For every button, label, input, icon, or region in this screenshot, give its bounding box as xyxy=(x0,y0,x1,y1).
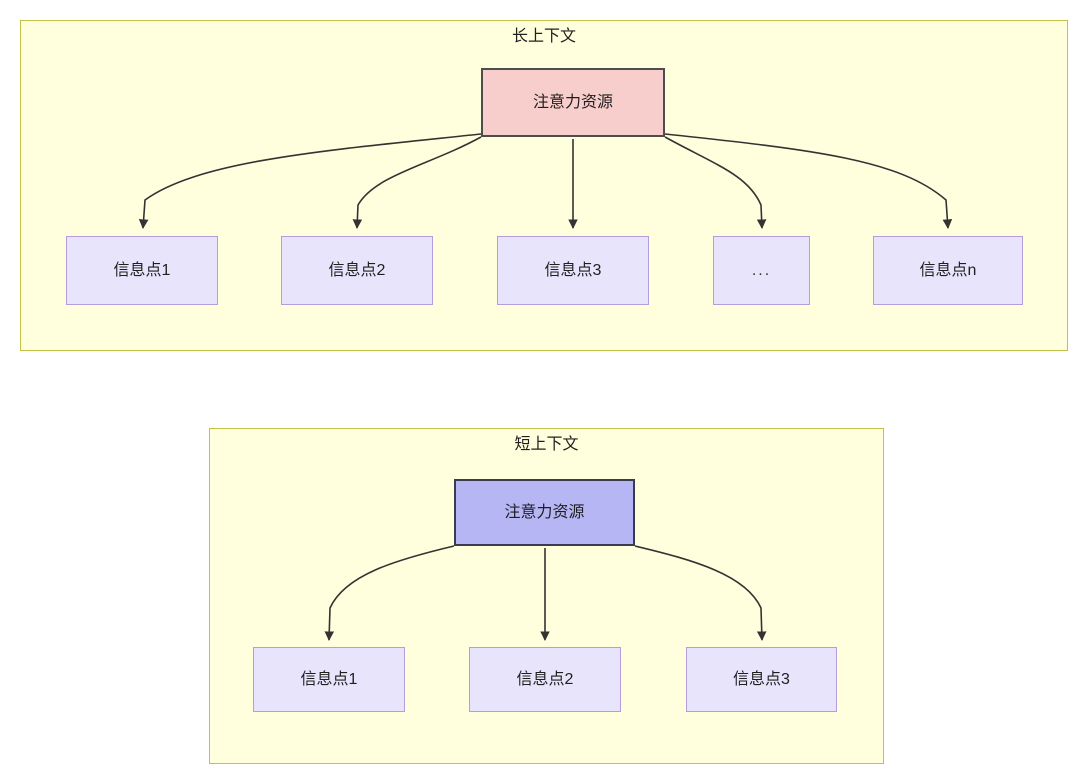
group-long-context-title: 长上下文 xyxy=(511,28,576,45)
node-info-1[interactable]: 信息点1 xyxy=(66,236,218,305)
node-attention-short[interactable]: 注意力资源 xyxy=(454,479,635,546)
node-info-n[interactable]: 信息点n xyxy=(873,236,1023,305)
node-attention-short-label: 注意力资源 xyxy=(504,503,585,521)
node-info-1-label: 信息点1 xyxy=(113,261,171,279)
node-attention-long[interactable]: 注意力资源 xyxy=(481,68,665,137)
node-s-info-3-label: 信息点3 xyxy=(733,670,790,688)
node-s-info-1-label: 信息点1 xyxy=(300,670,358,688)
node-info-3-label: 信息点3 xyxy=(544,261,602,279)
node-info-3[interactable]: 信息点3 xyxy=(497,236,649,305)
node-s-info-2[interactable]: 信息点2 xyxy=(469,647,621,712)
node-info-ellipsis-label: ... xyxy=(751,261,772,279)
node-attention-long-label: 注意力资源 xyxy=(532,93,613,111)
node-s-info-2-label: 信息点2 xyxy=(516,670,574,688)
node-info-2-label: 信息点2 xyxy=(328,261,386,279)
group-short-context-title: 短上下文 xyxy=(514,436,579,453)
node-info-n-label: 信息点n xyxy=(919,261,977,279)
node-s-info-1[interactable]: 信息点1 xyxy=(253,647,405,712)
node-s-info-3[interactable]: 信息点3 xyxy=(686,647,837,712)
node-info-ellipsis[interactable]: ... xyxy=(713,236,810,305)
node-info-2[interactable]: 信息点2 xyxy=(281,236,433,305)
